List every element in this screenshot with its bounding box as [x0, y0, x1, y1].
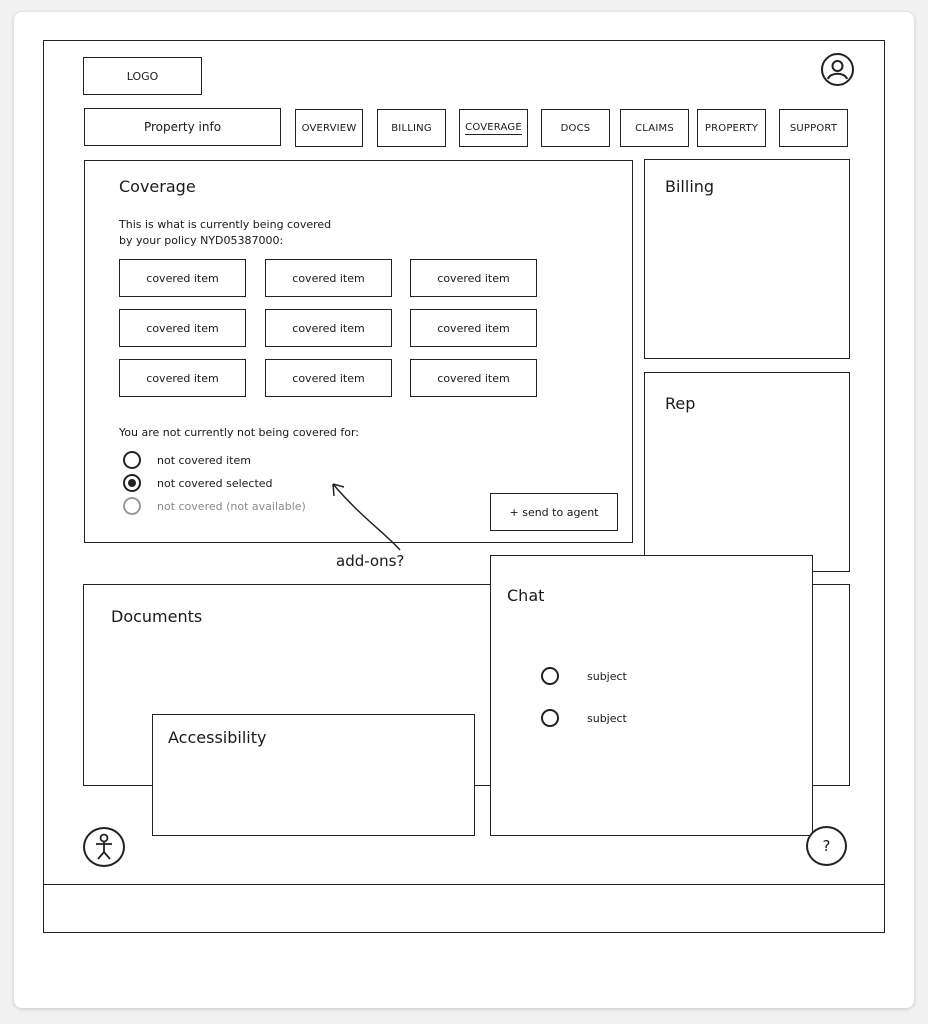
covered-item[interactable]: covered item [119, 259, 246, 297]
covered-item[interactable]: covered item [119, 309, 246, 347]
coverage-intro-line1: This is what is currently being covered [119, 218, 332, 231]
radio-disabled [123, 497, 141, 515]
chat-subject-label: subject [587, 669, 627, 683]
send-to-agent-label: + send to agent [509, 505, 599, 519]
not-covered-option-disabled: not covered (not available) [123, 497, 306, 515]
covered-item[interactable]: covered item [265, 259, 392, 297]
tab-overview[interactable]: OVERVIEW [295, 109, 363, 147]
coverage-panel [84, 160, 633, 543]
covered-item-label: covered item [292, 371, 365, 385]
tab-claims[interactable]: CLAIMS [620, 109, 689, 147]
covered-item-label: covered item [437, 321, 510, 335]
rep-title: Rep [665, 394, 696, 413]
page-frame [43, 40, 885, 933]
accessibility-title: Accessibility [168, 728, 267, 747]
covered-item-label: covered item [292, 321, 365, 335]
covered-item[interactable]: covered item [265, 359, 392, 397]
tab-property[interactable]: PROPERTY [697, 109, 766, 147]
tab-docs[interactable]: DOCS [541, 109, 610, 147]
chat-panel [490, 555, 813, 836]
not-covered-option-label: not covered item [157, 453, 251, 467]
billing-title: Billing [665, 177, 715, 196]
radio-selected[interactable] [123, 474, 141, 492]
tab-support[interactable]: SUPPORT [779, 109, 848, 147]
chat-title: Chat [507, 586, 545, 605]
tab-label: SUPPORT [789, 122, 838, 134]
documents-title: Documents [111, 607, 203, 626]
accessibility-person-icon[interactable] [83, 827, 125, 867]
covered-item[interactable]: covered item [410, 359, 537, 397]
logo[interactable]: LOGO [83, 57, 202, 95]
accessibility-panel [152, 714, 475, 836]
radio-unselected[interactable] [541, 667, 559, 685]
not-covered-option-selected[interactable]: not covered selected [123, 474, 273, 492]
annotation-add-ons: add-ons? [336, 552, 405, 570]
tab-label: CLAIMS [635, 122, 674, 134]
property-info-button[interactable]: Property info [84, 108, 281, 146]
covered-item[interactable]: covered item [410, 259, 537, 297]
chat-subject-label: subject [587, 711, 627, 725]
covered-item[interactable]: covered item [119, 359, 246, 397]
send-to-agent-button[interactable]: + send to agent [490, 493, 618, 531]
property-info-label: Property info [143, 120, 222, 134]
tab-label: DOCS [560, 122, 591, 134]
not-covered-option[interactable]: not covered item [123, 451, 251, 469]
help-question-icon[interactable]: ? [806, 826, 847, 866]
covered-item-label: covered item [146, 371, 219, 385]
logo-label: LOGO [126, 69, 159, 83]
chat-subject-option[interactable]: subject [541, 667, 627, 685]
tab-label: PROPERTY [704, 122, 759, 134]
tab-billing[interactable]: BILLING [377, 109, 446, 147]
radio-unselected[interactable] [123, 451, 141, 469]
coverage-intro-line2: by your policy NYD05387000: [119, 234, 284, 247]
tab-label: BILLING [391, 122, 432, 134]
user-profile-icon[interactable] [821, 53, 854, 86]
covered-item-label: covered item [437, 271, 510, 285]
tab-label: COVERAGE [465, 121, 522, 135]
chat-subject-option[interactable]: subject [541, 709, 627, 727]
annotation-arrow [332, 483, 401, 551]
billing-panel [644, 159, 850, 359]
covered-item-label: covered item [146, 321, 219, 335]
covered-item-label: covered item [437, 371, 510, 385]
footer-divider [43, 884, 885, 885]
coverage-title: Coverage [119, 177, 196, 196]
covered-item[interactable]: covered item [265, 309, 392, 347]
help-glyph: ? [822, 837, 831, 855]
tab-coverage[interactable]: COVERAGE [459, 109, 528, 147]
not-covered-option-label: not covered selected [157, 476, 273, 490]
radio-unselected[interactable] [541, 709, 559, 727]
tab-label: OVERVIEW [301, 122, 357, 134]
not-covered-heading: You are not currently not being covered … [119, 426, 359, 439]
not-covered-option-label: not covered (not available) [157, 499, 306, 513]
covered-item[interactable]: covered item [410, 309, 537, 347]
rep-panel [644, 372, 850, 572]
covered-item-label: covered item [146, 271, 219, 285]
covered-item-label: covered item [292, 271, 365, 285]
